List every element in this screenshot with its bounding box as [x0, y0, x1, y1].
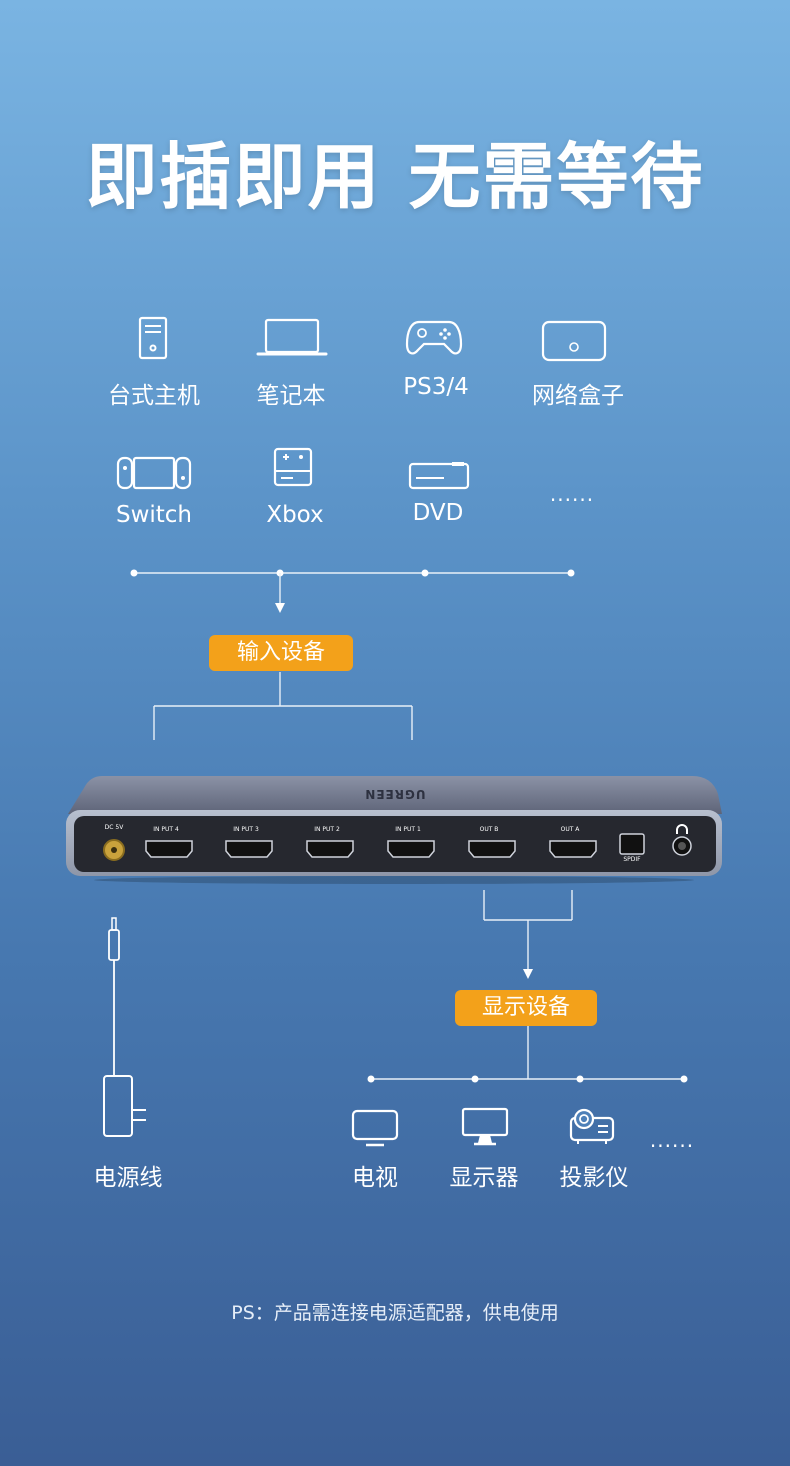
port-label-input4: IN PUT 4	[153, 826, 179, 833]
dc-port-label: DC 5V	[104, 824, 124, 831]
output-label-tv: 电视	[352, 1165, 398, 1191]
monitor-icon	[460, 1106, 510, 1148]
output-label-projector: 投影仪	[559, 1165, 629, 1191]
network-box-icon	[541, 320, 607, 362]
switch-console-icon	[116, 456, 192, 490]
output-devices-badge: 显示设备	[455, 990, 597, 1026]
device-label-network-box: 网络盒子	[532, 383, 624, 409]
power-cable-label: 电源线	[93, 1165, 163, 1191]
device-label-ps: PS3/4	[403, 374, 469, 400]
tv-icon	[350, 1108, 400, 1148]
power-adapter-icon	[98, 916, 154, 1142]
port-label-outa: OUT A	[560, 826, 580, 833]
port-label-input3: IN PUT 3	[233, 826, 259, 833]
ps-note: PS：产品需连接电源适配器，供电使用	[231, 1302, 559, 1324]
page-title: 即插即用 无需等待	[85, 135, 705, 219]
port-label-outb: OUT B	[479, 826, 499, 833]
hdmi-matrix-device	[62, 774, 726, 886]
device-label-laptop: 笔记本	[256, 383, 326, 409]
device-label-more: ......	[549, 482, 595, 506]
port-label-input1: IN PUT 1	[395, 826, 421, 833]
output-label-more: ......	[649, 1128, 695, 1152]
xbox-icon	[271, 447, 315, 487]
device-label-desktop: 台式主机	[108, 383, 200, 409]
input-connector-lines	[130, 569, 575, 740]
device-label-dvd: DVD	[412, 500, 464, 526]
spdif-label: SPDIF	[623, 856, 641, 863]
device-label-xbox: Xbox	[266, 502, 324, 528]
input-devices-badge: 输入设备	[209, 635, 353, 671]
device-label-switch: Switch	[115, 502, 193, 528]
output-connector-lines	[367, 890, 688, 1083]
gamepad-icon	[405, 318, 463, 358]
output-label-monitor: 显示器	[449, 1165, 519, 1191]
laptop-icon	[256, 318, 328, 358]
brand-logo: UGREEN	[364, 787, 426, 801]
desktop-tower-icon	[138, 316, 168, 360]
dvd-player-icon	[408, 460, 470, 490]
projector-icon	[568, 1106, 618, 1146]
port-label-input2: IN PUT 2	[314, 826, 340, 833]
